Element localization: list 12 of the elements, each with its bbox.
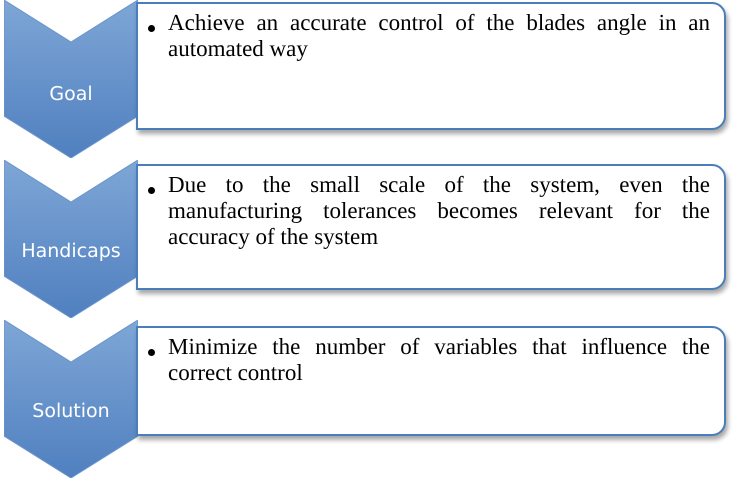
content-box <box>136 2 726 130</box>
content-box <box>136 326 726 436</box>
content-box <box>136 164 726 290</box>
bullet-text: Achieve an accurate control of the blades angle in an automated way <box>168 10 710 62</box>
chevron-step <box>4 160 138 318</box>
step-label: Handicaps <box>20 240 122 262</box>
bullet-text: Minimize the number of variables that influence the correct control <box>168 334 710 386</box>
chevron-step <box>4 320 138 478</box>
chevron-step <box>4 0 138 158</box>
step-label: Goal <box>48 83 94 105</box>
step-label: Solution <box>31 400 111 422</box>
bullet-text: Due to the small scale of the system, even the manufacturing tolerances becomes relevant for the accuracy of the system <box>168 172 710 250</box>
